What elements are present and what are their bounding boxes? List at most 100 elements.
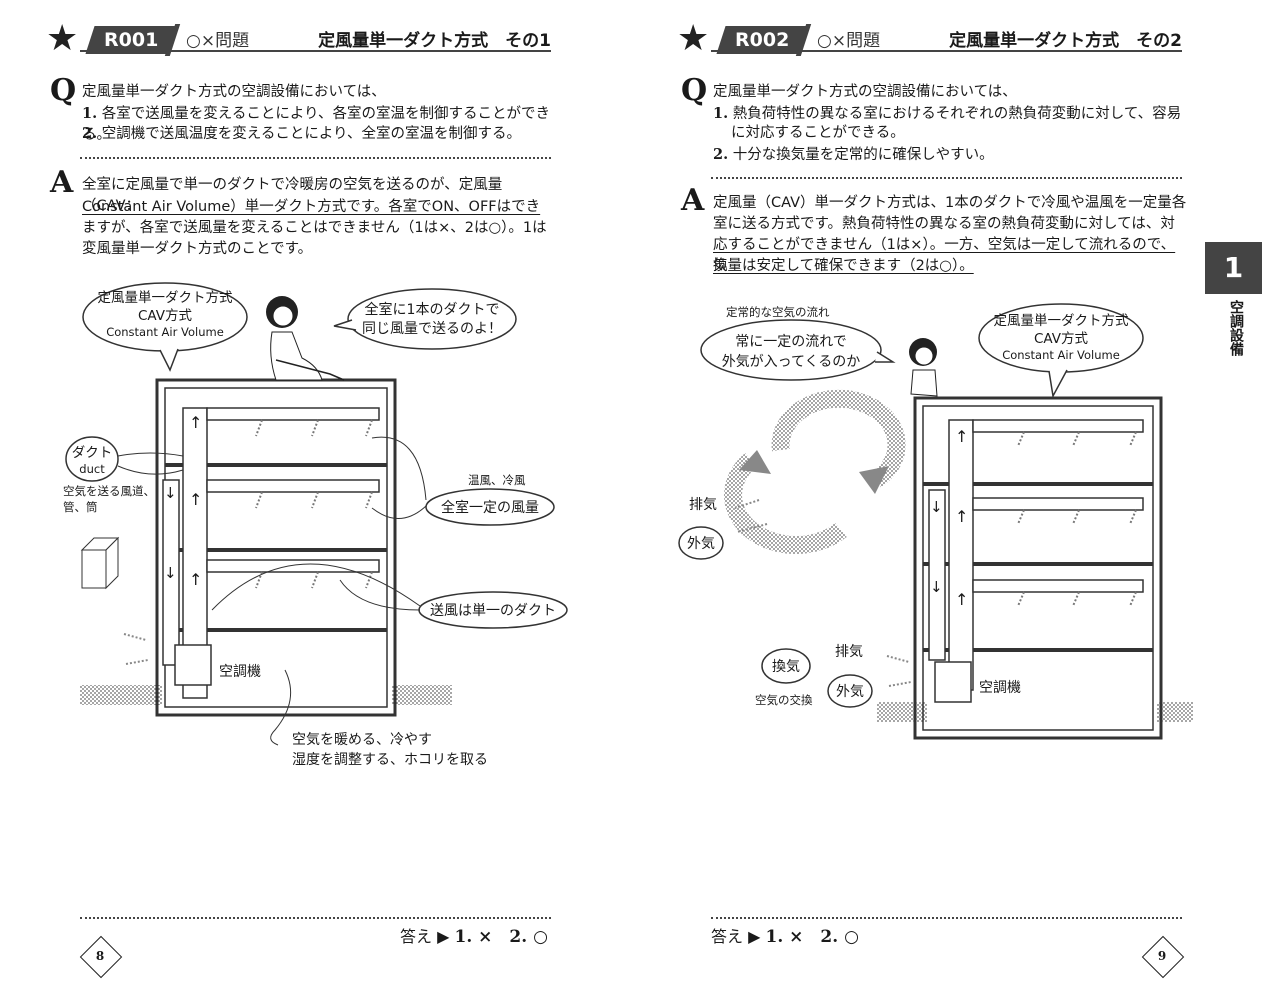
building-inner	[922, 405, 1154, 731]
down-arrow: ↓	[930, 498, 943, 516]
question-type: ○×問題	[186, 31, 250, 51]
air-handling-unit	[934, 661, 972, 703]
cav-bubble-line-3: Constant Air Volume	[1002, 348, 1120, 362]
down-arrow: ↓	[164, 564, 177, 582]
building-outline	[913, 396, 1163, 740]
supply-duct-shaft	[948, 419, 974, 691]
answer-footer: 答え ▶ 1. × 2. ○	[400, 927, 548, 947]
single-duct-label: 送風は単一のダクト	[430, 603, 556, 619]
ground-hatch	[877, 702, 927, 722]
duct-description-2: 管、筒	[63, 500, 98, 514]
leader-line	[270, 669, 292, 746]
answer-line-4: 変風量単一ダクト方式のことです。	[82, 241, 313, 257]
right-header: ★ R002 ○×問題 定風量単一ダクト方式 その2	[631, 18, 1262, 59]
duct-label-jp: ダクト	[72, 445, 113, 461]
page-number: 9	[1141, 935, 1185, 979]
up-arrow: ↑	[189, 490, 202, 509]
girl-bubble-line-2: 同じ風量で送るのよ！	[362, 321, 502, 337]
up-arrow: ↑	[955, 427, 968, 446]
duct-description-1: 空気を送る風道、	[63, 484, 155, 498]
ahu-label: 空調機	[219, 664, 261, 680]
question-intro: 定風量単一ダクト方式の空調設備においては、	[713, 84, 1017, 100]
leader-line	[117, 465, 184, 475]
leader-line	[211, 563, 421, 611]
footer-divider	[80, 917, 551, 919]
page-title: 定風量単一ダクト方式 その1	[318, 31, 551, 51]
question-item-2: 2. 十分な換気量を定常的に確保しやすい。	[713, 146, 994, 163]
circular-flow-arrow	[771, 389, 906, 488]
exhaust-arrows	[734, 499, 768, 533]
ground-hatch	[392, 685, 452, 705]
question-item-1: 1. 熱負荷特性の異なる室におけるそれぞれの熱負荷変動に対して、容易	[713, 105, 1182, 122]
supply-air-diffusers	[255, 419, 373, 589]
duct-label-en: duct	[79, 462, 105, 476]
leader-line	[117, 452, 184, 457]
up-arrow: ↑	[955, 507, 968, 526]
header-rule	[711, 50, 1182, 52]
bubble-tail	[333, 319, 357, 331]
outside-air-bubble-2	[827, 674, 873, 708]
header-rule	[80, 50, 551, 52]
answer-mark-a: A	[681, 183, 705, 218]
answer-mark-a: A	[50, 165, 74, 200]
up-arrow: ↑	[189, 570, 202, 589]
section-divider	[80, 157, 551, 159]
circular-flow-arrow	[724, 453, 847, 554]
ground-hatch	[80, 685, 162, 705]
bubble-tail	[875, 351, 896, 363]
section-divider	[711, 177, 1182, 179]
answer-line-1: 全室に定風量で単一のダクトで冷暖房の空気を送るのが、定風量（CAV：	[82, 177, 503, 214]
horizontal-duct	[206, 559, 380, 573]
ahu-description-1: 空気を暖める、冷やす	[292, 732, 432, 748]
cav-bubble-line-2: CAV方式	[1034, 331, 1089, 347]
question-item-2: 2. 空調機で送風温度を変えることにより、全室の室温を制御する。	[82, 125, 521, 142]
boy-speech-bubble	[700, 319, 882, 381]
answer-line-1: 定風量（CAV）単一ダクト方式は、1本のダクトで冷風や温風を一定量各	[713, 195, 1187, 211]
arrow-head	[859, 466, 889, 494]
character-girl-icon	[266, 296, 345, 381]
same-volume-bubble	[425, 488, 555, 526]
footer-divider	[711, 917, 1182, 919]
up-arrow: ↑	[189, 413, 202, 432]
page-number: 8	[79, 935, 123, 979]
star-icon: ★	[677, 18, 710, 59]
steady-flow-label: 定常的な空気の流れ	[726, 305, 830, 319]
answer-line-4: 気量は安定して確保できます（2は○）。	[713, 258, 974, 274]
duct-tube-icon	[80, 536, 120, 590]
question-intro: 定風量単一ダクト方式の空調設備においては、	[82, 84, 386, 100]
exhaust-label: 排気	[689, 497, 717, 513]
return-duct-shaft	[162, 479, 180, 666]
air-exchange-label: 空気の交換	[755, 693, 813, 707]
chapter-tab[interactable]: 1	[1205, 242, 1262, 294]
air-handling-unit	[174, 644, 212, 686]
return-duct-shaft	[928, 489, 946, 661]
ahu-label: 空調機	[979, 680, 1021, 696]
left-header: ★ R001 ○×問題 定風量単一ダクト方式 その1	[0, 18, 631, 59]
page-title: 定風量単一ダクト方式 その2	[949, 31, 1182, 51]
answer-line-3: 応することができません（1は×）。一方、空気は一定して流れるので、換	[713, 237, 1176, 274]
bubble-tail	[1048, 369, 1068, 399]
cav-building-illustration: ↑ ↑ ↑ ↓ ↓ 定風量単一ダクト方式 CAV方式 Constant Air …	[63, 282, 568, 768]
bubble-tail	[159, 348, 179, 372]
answer-line-3: ますが、各室で送風量を変えることはできません（1は×、2は○）。1は	[82, 220, 547, 236]
outside-air-bubble	[678, 526, 724, 560]
horizontal-duct	[206, 407, 380, 421]
ventilation-bubble	[761, 648, 811, 684]
star-icon: ★	[46, 18, 79, 59]
question-item-1: 1. 各室で送風量を変えることにより、各室の室温を制御することができる。	[82, 105, 550, 143]
answer-line-2: Constant Air Volume）単一ダクト方式です。各室でON、OFFは…	[82, 199, 541, 215]
cav-bubble-line-3: Constant Air Volume	[106, 325, 224, 339]
up-arrow: ↑	[955, 590, 968, 609]
chapter-title: 空調設備	[1228, 300, 1244, 356]
cav-bubble-line-1: 定風量単一ダクト方式	[994, 313, 1129, 329]
girl-bubble-line-1: 全室に1本のダクトで	[365, 301, 500, 318]
horizontal-duct	[972, 497, 1144, 511]
boy-bubble-line-2: 外気が入ってくるのか	[722, 354, 861, 370]
question-mark-q: Q	[50, 73, 77, 108]
intake-arrows	[886, 655, 912, 687]
ventilation-label: 換気	[772, 659, 800, 675]
horizontal-duct	[972, 419, 1144, 433]
ahu-description-2: 湿度を調整する、ホコリを取る	[292, 752, 488, 768]
exhaust-label-2: 排気	[835, 644, 863, 660]
horizontal-duct	[972, 579, 1144, 593]
